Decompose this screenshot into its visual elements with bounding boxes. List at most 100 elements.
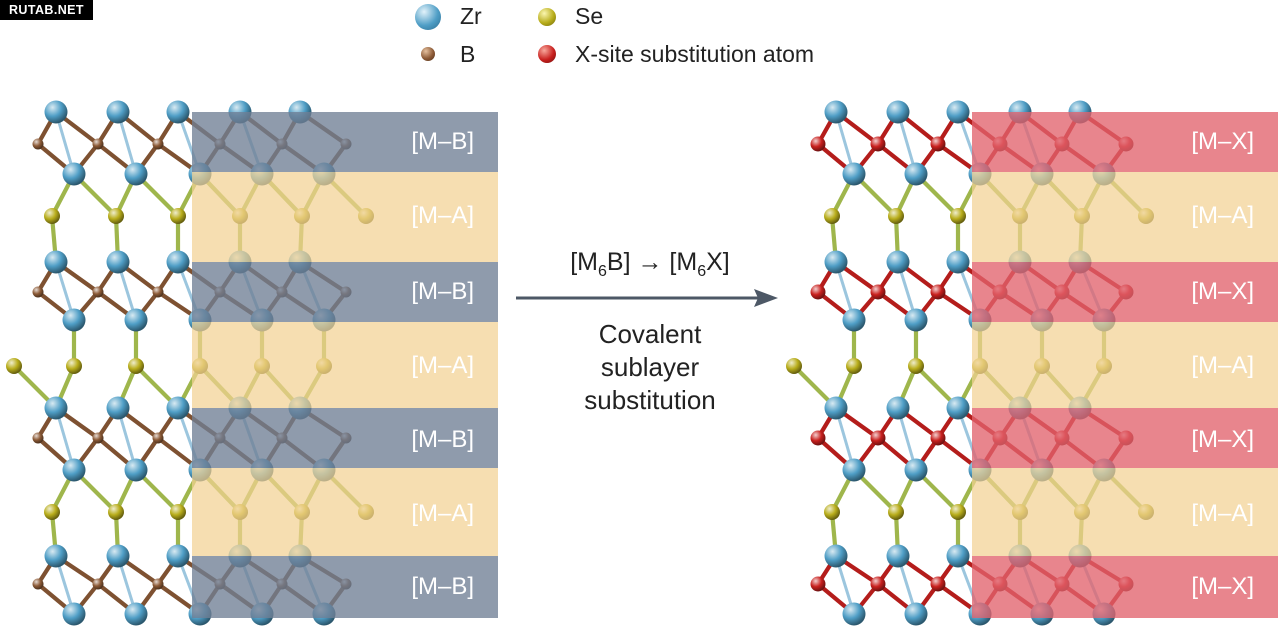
b-atom — [92, 138, 104, 150]
left-band-label-mb: [M–B] — [411, 426, 474, 453]
zr-atom — [886, 100, 910, 124]
right-arrow-icon — [516, 289, 778, 307]
zr-atom — [842, 458, 866, 482]
zr-atom — [824, 396, 848, 420]
left-band-label-ma: [M–A] — [411, 352, 474, 379]
mb-band — [192, 112, 498, 172]
left-band-label-ma: [M–A] — [411, 202, 474, 229]
b-atom — [32, 432, 44, 444]
caption-line: sublayer — [600, 352, 700, 382]
zr-atom — [824, 544, 848, 568]
zr-atom — [124, 458, 148, 482]
ma-band — [192, 468, 498, 556]
zr-atom — [824, 250, 848, 274]
x-atom — [930, 576, 946, 592]
se-atom — [888, 504, 904, 520]
se-atom — [128, 358, 144, 374]
zr-atom — [106, 250, 130, 274]
band-layer — [972, 112, 1278, 618]
x-legend-label: X-site substitution atom — [575, 41, 815, 67]
x-atom — [930, 284, 946, 300]
zr-atom — [904, 308, 928, 332]
zr-atom — [124, 308, 148, 332]
b-atom — [92, 286, 104, 298]
se-atom — [170, 504, 186, 520]
transformation: [M6B] → [M6X] Covalent sublayer substitu… — [500, 240, 800, 440]
zr-atom — [824, 100, 848, 124]
ma-band — [192, 172, 498, 262]
x-atom — [930, 430, 946, 446]
zr-legend-swatch — [415, 4, 441, 30]
watermark: RUTAB.NET — [0, 0, 93, 20]
x-legend-swatch — [538, 45, 556, 63]
zr-atom — [62, 162, 86, 186]
se-atom — [44, 208, 60, 224]
zr-atom — [44, 250, 68, 274]
zr-atom — [886, 396, 910, 420]
b-atom — [152, 578, 164, 590]
ma-band — [972, 468, 1278, 556]
b-atom — [92, 432, 104, 444]
right-band-label-ma: [M–A] — [1191, 352, 1254, 379]
zr-legend-label: Zr — [460, 3, 482, 29]
zr-atom — [44, 396, 68, 420]
zr-atom — [166, 396, 190, 420]
ma-band — [192, 322, 498, 408]
zr-atom — [946, 100, 970, 124]
b-legend-swatch — [421, 47, 435, 61]
se-atom — [950, 504, 966, 520]
x-atom — [930, 136, 946, 152]
b-atom — [92, 578, 104, 590]
ma-band — [972, 322, 1278, 408]
left-band-label-mb: [M–B] — [411, 278, 474, 305]
x-atom — [810, 430, 826, 446]
zr-atom — [106, 100, 130, 124]
zr-atom — [44, 544, 68, 568]
x-atom — [810, 136, 826, 152]
x-atom — [870, 284, 886, 300]
b-atom — [152, 138, 164, 150]
b-atom — [32, 578, 44, 590]
se-atom — [950, 208, 966, 224]
b-atom — [152, 432, 164, 444]
mb-band — [192, 408, 498, 468]
se-atom — [44, 504, 60, 520]
zr-atom — [904, 602, 928, 626]
mb-band — [192, 262, 498, 322]
zr-atom — [886, 250, 910, 274]
right-band-label-mx: [M–X] — [1191, 573, 1254, 600]
mx-band — [972, 408, 1278, 468]
left-band-label-mb: [M–B] — [411, 573, 474, 600]
caption-line: Covalent — [598, 319, 702, 349]
right-band-label-mx: [M–X] — [1191, 278, 1254, 305]
zr-atom — [946, 544, 970, 568]
x-atom — [870, 430, 886, 446]
b-atom — [152, 286, 164, 298]
mx-band — [972, 556, 1278, 618]
mx-band — [972, 112, 1278, 172]
zr-atom — [946, 396, 970, 420]
zr-atom — [106, 544, 130, 568]
zr-atom — [62, 602, 86, 626]
right-lattice-svg — [786, 100, 1278, 626]
reaction-equation: [M6B] → [M6X] — [570, 248, 730, 280]
zr-atom — [842, 308, 866, 332]
se-atom — [786, 358, 802, 374]
x-atom — [870, 576, 886, 592]
x-atom — [810, 284, 826, 300]
b-atom — [32, 138, 44, 150]
se-atom — [108, 504, 124, 520]
right-band-label-ma: [M–A] — [1191, 500, 1254, 527]
se-atom — [908, 358, 924, 374]
zr-atom — [166, 250, 190, 274]
b-atom — [32, 286, 44, 298]
right-band-label-ma: [M–A] — [1191, 202, 1254, 229]
left-band-label-ma: [M–A] — [411, 500, 474, 527]
legend: Zr Se B X-site substitution atom — [0, 0, 1280, 80]
se-atom — [170, 208, 186, 224]
se-atom — [824, 208, 840, 224]
right-band-label-mx: [M–X] — [1191, 128, 1254, 155]
zr-atom — [904, 458, 928, 482]
x-atom — [810, 576, 826, 592]
se-atom — [66, 358, 82, 374]
